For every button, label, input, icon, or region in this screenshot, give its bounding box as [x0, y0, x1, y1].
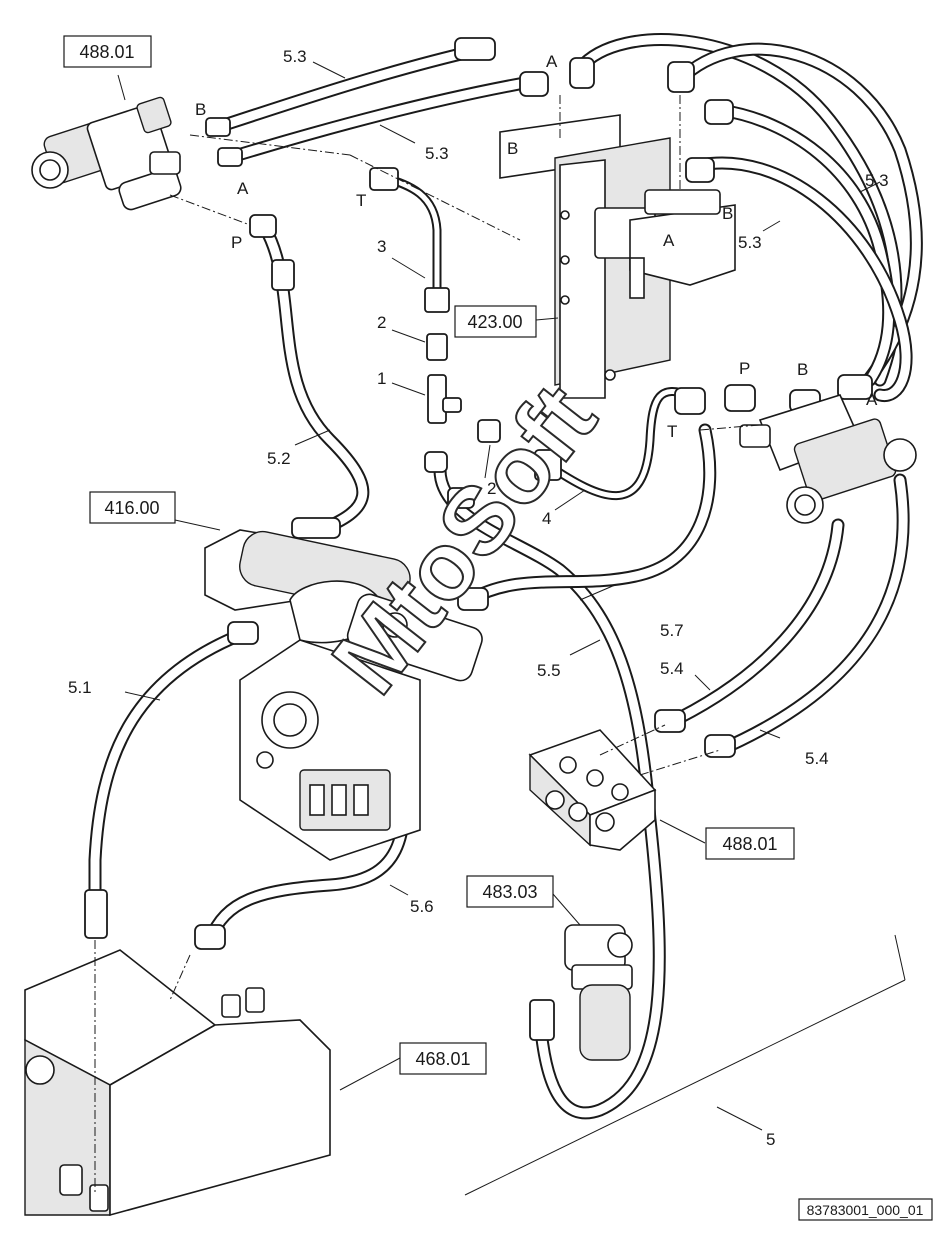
port-label: B [507, 139, 518, 158]
callout-label: 5.3 [283, 47, 307, 66]
ref-box-488-top: 488.01 [63, 35, 152, 68]
port-label: B [797, 360, 808, 379]
callout-label: 5.4 [805, 749, 829, 768]
port-label: A [546, 52, 558, 71]
callout-label: 5.4 [660, 659, 684, 678]
port-labels: B A P T A B A B P B T A [195, 52, 878, 441]
ref-box-488-manifold: 488.01 [705, 827, 795, 860]
ref-box-label: 483.03 [482, 882, 537, 902]
callout-label: 5.6 [410, 897, 434, 916]
control-block-423 [499, 114, 736, 399]
port-label: A [663, 231, 675, 250]
tank-468 [24, 949, 331, 1217]
callout-label: 2 [487, 479, 496, 498]
engine-block [239, 639, 421, 861]
port-label: A [866, 390, 878, 409]
ref-box-label: 488.01 [79, 42, 134, 62]
callout-label: 5.3 [738, 233, 762, 252]
port-label: B [722, 204, 733, 223]
ref-box-423: 423.00 [454, 305, 537, 338]
port-label: T [356, 191, 366, 210]
reference-boxes: 488.01 423.00 416.00 488.01 483.03 468.0… [63, 35, 795, 1075]
callout-label: 5.5 [537, 661, 561, 680]
callouts: 5.3 5.3 5.3 5.3 3 2 1 2 4 5.2 5.7 5.5 5.… [68, 47, 889, 1149]
callout-label: 5.2 [267, 449, 291, 468]
manifold-block-488 [528, 729, 657, 851]
document-id-label: 83783001_000_01 [807, 1202, 924, 1218]
callout-label: 1 [377, 369, 386, 388]
ref-box-label: 423.00 [467, 312, 522, 332]
callout-label: 5.1 [68, 678, 92, 697]
callout-label: 5 [766, 1130, 775, 1149]
pump-assembly-416 [204, 529, 483, 682]
callout-label: 3 [377, 237, 386, 256]
ref-box-416: 416.00 [89, 491, 176, 524]
port-label: A [237, 179, 249, 198]
document-id: 83783001_000_01 [798, 1198, 933, 1221]
ref-box-483: 483.03 [466, 875, 554, 908]
leader-lines [117, 61, 906, 1196]
port-label: T [667, 422, 677, 441]
ref-box-468: 468.01 [399, 1042, 487, 1075]
port-label: P [739, 359, 750, 378]
ref-box-label: 468.01 [415, 1049, 470, 1069]
callout-label: 4 [542, 509, 551, 528]
hose-group [88, 33, 923, 1120]
callout-label: 5.7 [660, 621, 684, 640]
callout-label: 5.3 [865, 171, 889, 190]
callout-label: 2 [377, 313, 386, 332]
valve-488-top-left [31, 96, 182, 211]
valve-488-right [739, 394, 917, 524]
centerlines [94, 95, 761, 1195]
filter-483 [564, 924, 633, 1061]
port-label: B [195, 100, 206, 119]
ref-box-label: 488.01 [722, 834, 777, 854]
port-label: P [231, 233, 242, 252]
ref-box-label: 416.00 [104, 498, 159, 518]
callout-label: 5.3 [425, 144, 449, 163]
